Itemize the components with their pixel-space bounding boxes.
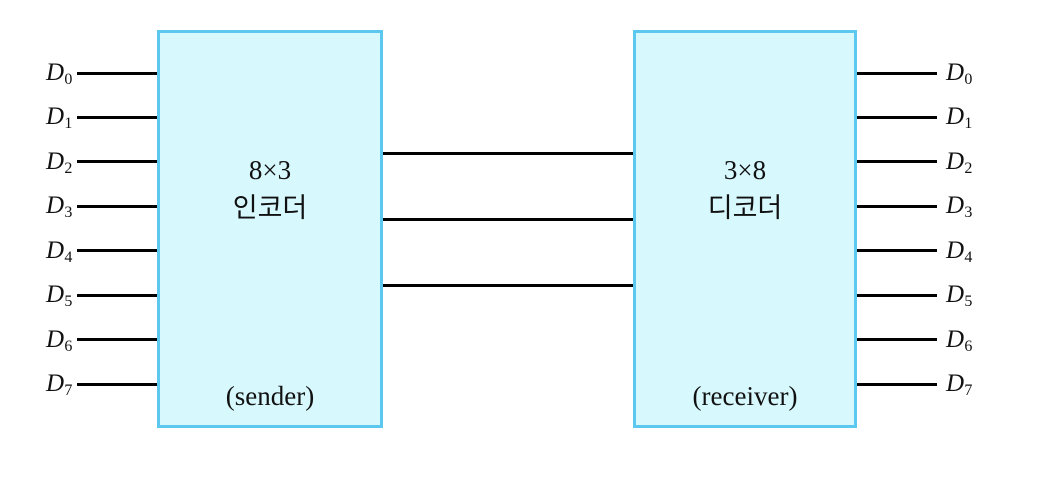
output-label-d1-subscript: 1 <box>964 115 973 133</box>
decoder-role-label: (receiver) <box>692 381 798 411</box>
input-label-d4-base: D <box>45 236 64 264</box>
output-label-d7-base: D <box>946 370 965 397</box>
decoder-title: 3×8 디코더 <box>636 151 854 227</box>
output-label-d4-base: D <box>946 236 965 264</box>
output-label-d7-subscript: 7 <box>964 382 973 399</box>
output-label-d3-base: D <box>946 192 965 220</box>
input-label-d5: D5 <box>2 280 72 310</box>
output-label-d5-subscript: 5 <box>964 293 973 311</box>
output-label-d0: D0 <box>946 58 1016 88</box>
input-label-d7-base: D <box>45 370 64 397</box>
input-label-d7-subscript: 7 <box>64 382 73 399</box>
output-label-d5: D5 <box>946 280 1016 310</box>
decoder-name-label: 디코더 <box>707 193 783 223</box>
output-label-d2-base: D <box>946 147 965 175</box>
input-label-d6-subscript: 6 <box>64 337 73 355</box>
output-wire-d1 <box>857 115 937 119</box>
output-label-d3: D3 <box>946 191 1016 221</box>
input-label-d3-base: D <box>45 192 64 220</box>
input-label-d4-subscript: 4 <box>64 248 73 266</box>
encoder-title: 8×3 인코더 <box>160 151 380 227</box>
input-wire-d4 <box>77 249 157 253</box>
output-label-d1: D1 <box>946 102 1016 132</box>
input-label-d1: D1 <box>2 102 72 132</box>
input-wire-d0 <box>77 71 157 75</box>
input-wire-d1 <box>77 115 157 119</box>
output-wire-d2 <box>857 160 937 164</box>
input-label-d2-subscript: 2 <box>64 159 73 177</box>
input-label-d7: D7 <box>2 369 72 399</box>
output-label-d7: D7 <box>946 369 1016 399</box>
output-wire-d7 <box>857 382 937 386</box>
output-wire-d6 <box>857 338 937 342</box>
input-wire-d3 <box>77 204 157 208</box>
output-label-d0-subscript: 0 <box>964 71 973 88</box>
input-label-d1-subscript: 1 <box>64 115 73 133</box>
bus-wire-2 <box>383 283 633 287</box>
decoder-box: 3×8 디코더 (receiver) <box>633 30 857 428</box>
output-label-d4-subscript: 4 <box>964 248 973 266</box>
input-label-d3: D3 <box>2 191 72 221</box>
input-label-d2: D2 <box>2 147 72 177</box>
bus-wire-0 <box>383 151 633 155</box>
input-wire-d2 <box>77 160 157 164</box>
output-label-d2-subscript: 2 <box>964 159 973 177</box>
decoder-size-label: 3×8 <box>723 155 767 185</box>
input-label-d0-subscript: 0 <box>64 71 73 88</box>
input-label-d5-base: D <box>45 281 64 309</box>
output-label-d5-base: D <box>946 281 965 309</box>
output-label-d4: D4 <box>946 236 1016 266</box>
encoder-size-label: 8×3 <box>248 155 292 185</box>
input-label-d2-base: D <box>45 147 64 175</box>
output-wire-d3 <box>857 204 937 208</box>
input-label-d0-base: D <box>45 59 64 86</box>
output-label-d0-base: D <box>946 59 965 86</box>
output-label-d6-subscript: 6 <box>964 337 973 355</box>
output-wire-d5 <box>857 293 937 297</box>
input-label-d6-base: D <box>45 325 64 353</box>
bus-wire-1 <box>383 217 633 221</box>
input-label-d0: D0 <box>2 58 72 88</box>
output-label-d6: D6 <box>946 325 1016 355</box>
input-wire-d7 <box>77 382 157 386</box>
output-label-d3-subscript: 3 <box>964 204 973 222</box>
input-label-d6: D6 <box>2 325 72 355</box>
output-label-d1-base: D <box>946 103 965 131</box>
input-label-d5-subscript: 5 <box>64 293 73 311</box>
input-wire-d6 <box>77 338 157 342</box>
input-wire-d5 <box>77 293 157 297</box>
output-wire-d0 <box>857 71 937 75</box>
encoder-role-label: (sender) <box>225 381 315 411</box>
encoder-name-label: 인코더 <box>232 193 308 223</box>
encoder-box: 8×3 인코더 (sender) <box>157 30 383 428</box>
output-label-d2: D2 <box>946 147 1016 177</box>
output-label-d6-base: D <box>946 325 965 353</box>
output-wire-d4 <box>857 249 937 253</box>
input-label-d1-base: D <box>45 103 64 131</box>
input-label-d4: D4 <box>2 236 72 266</box>
input-label-d3-subscript: 3 <box>64 204 73 222</box>
